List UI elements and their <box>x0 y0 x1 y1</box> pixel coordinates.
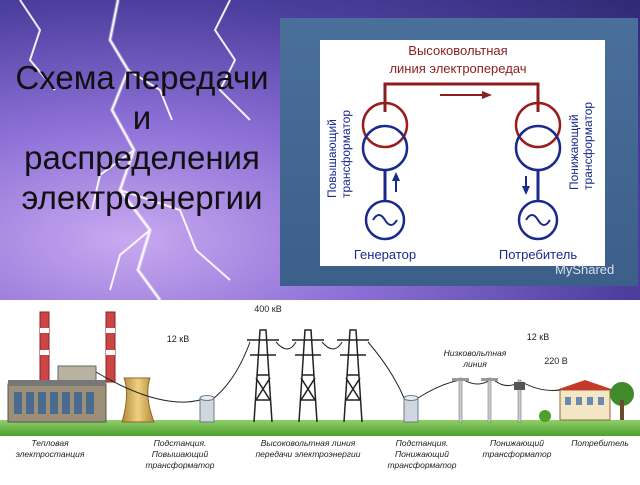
step-up-coil-primary <box>361 101 409 149</box>
schematic-canvas: Высоковольтная линия электропередач Гене… <box>320 40 605 266</box>
caption-hv-2: передачи электроэнергии <box>255 449 360 459</box>
generator-sine-icon <box>372 214 398 226</box>
caption-sub-down-2: Понижающий <box>395 449 449 459</box>
hv-line-label-2: линия электропередач <box>389 61 526 76</box>
generator-label: Генератор <box>354 247 416 262</box>
down-arrow-head <box>522 186 530 195</box>
consumer-sine-icon <box>525 214 551 226</box>
caption-step-down-2: трансформатор <box>483 449 552 459</box>
power-schematic: Высоковольтная линия электропередач Гене… <box>325 43 595 262</box>
caption-thermal-1: Тепловая <box>31 438 69 448</box>
watermark: MyShared <box>555 262 615 277</box>
caption-sub-down-3: трансформатор <box>388 460 457 470</box>
caption-sub-up-2: Повышающий <box>152 449 209 459</box>
transmission-towers <box>247 329 369 423</box>
grid-scene: 400 кВ 12 кВ 12 кВ 220 В Низковольтная л… <box>0 304 640 470</box>
label-220v: 220 В <box>544 356 568 366</box>
caption-consumer: Потребитель <box>571 438 629 448</box>
title-line-3: электроэнергии <box>21 179 263 216</box>
caption-thermal-2: электростанция <box>16 449 85 459</box>
wires <box>95 341 571 403</box>
consumer-label: Потребитель <box>499 247 577 262</box>
substation-step-down <box>403 395 419 423</box>
step-down-coil-primary <box>514 101 562 149</box>
low-voltage-poles <box>452 377 525 423</box>
power-grid-illustration: 400 кВ 12 кВ 12 кВ 220 В Низковольтная л… <box>0 300 640 480</box>
substation-step-up <box>199 395 215 423</box>
cooling-tower <box>121 377 155 423</box>
ground <box>0 420 640 436</box>
hv-line <box>383 82 540 112</box>
step-down-label-2: трансформатор <box>581 102 595 190</box>
label-12kv-left: 12 кВ <box>167 334 189 344</box>
page-title: Схема передачи и распределения электроэн… <box>8 58 276 218</box>
caption-sub-down-1: Подстанция. <box>396 438 449 448</box>
lightning-bolts <box>0 0 640 300</box>
title-line-1: Схема передачи и <box>15 59 269 136</box>
flow-arrow-head <box>482 91 492 99</box>
caption-sub-up-3: трансформатор <box>146 460 215 470</box>
label-400kv: 400 кВ <box>254 304 281 314</box>
label-low-voltage-2: линия <box>462 359 487 369</box>
up-arrow-head <box>392 172 400 181</box>
step-up-label-2: трансформатор <box>339 110 353 198</box>
caption-sub-up-1: Подстанция. <box>154 438 207 448</box>
label-12kv-right: 12 кВ <box>527 332 549 342</box>
power-plant <box>7 311 116 423</box>
step-down-label-1: Понижающий <box>567 114 581 190</box>
caption-step-down-1: Понижающий <box>490 438 544 448</box>
label-low-voltage-1: Низковольтная <box>444 348 507 358</box>
caption-hv-1: Высоковольтная линия <box>261 438 356 448</box>
hv-line-label-1: Высоковольтная <box>408 43 507 58</box>
consumer-house <box>539 380 634 422</box>
step-up-label-1: Повышающий <box>325 119 339 198</box>
title-line-2: распределения <box>24 139 260 176</box>
